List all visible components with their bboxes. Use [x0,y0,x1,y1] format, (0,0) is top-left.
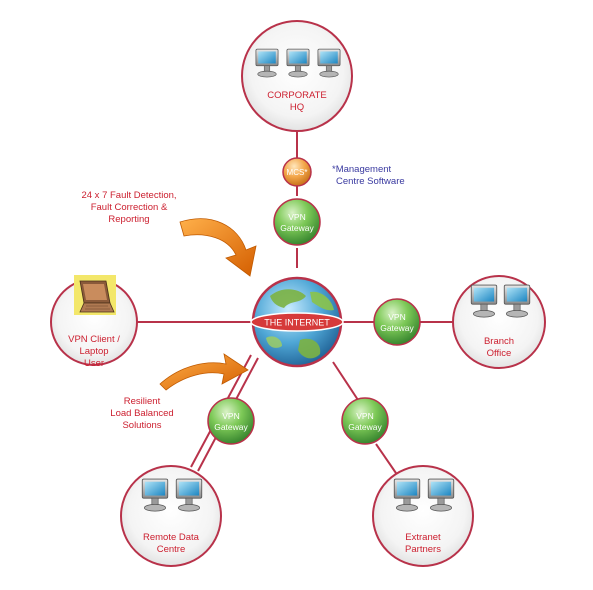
mcs-note-line2: Centre Software [336,176,405,187]
vpn-gateway-bottom-right: VPN Gateway [341,397,389,445]
corporate-hq-node: CORPORATE HQ [241,20,353,132]
mcs-node: MCS* [282,157,312,187]
resilient-note-line1: Resilient [124,396,161,407]
monitor-icon [317,48,341,78]
monitor-icon [255,48,279,78]
vpn-gateway-bottom-left: VPN Gateway [207,397,255,445]
remote-data-centre-node: Remote Data Centre [120,465,222,567]
extranet-partners-label-line1: Extranet [405,532,441,543]
monitor-icon [427,478,455,512]
monitor-icon [470,284,498,318]
vpn-gateway-bottom-right-line1: VPN [356,411,373,421]
vpn-client-label-line3: User [84,358,104,369]
vpn-gateway-bottom-left-line2: Gateway [214,422,248,432]
internet-label: THE INTERNET [264,318,330,328]
vpn-gateway-top-line1: VPN [288,212,305,222]
curved-arrow-icon [159,353,249,391]
corporate-hq-label-line1: CORPORATE [267,90,326,101]
curved-arrow-icon [179,218,257,277]
corporate-hq-label-line2: HQ [290,102,304,113]
mcs-note-line1: *Management [332,164,392,175]
vpn-gateway-bottom-right-line2: Gateway [348,422,382,432]
laptop-icon [74,275,116,315]
monitor-icon [286,48,310,78]
remote-data-centre-label-line2: Centre [157,544,186,555]
vpn-gateway-right-line1: VPN [388,312,405,322]
fault-note-line1: 24 x 7 Fault Detection, [81,190,176,201]
resilient-note-line2: Load Balanced [110,408,173,419]
vpn-gateway-bottom-left-line1: VPN [222,411,239,421]
extranet-partners-node: Extranet Partners [372,465,474,567]
monitor-icon [503,284,531,318]
vpn-gateway-top: VPN Gateway [273,198,321,246]
resilient-note-line3: Solutions [122,420,161,431]
internet-globe: THE INTERNET [250,276,344,368]
monitor-icon [175,478,203,512]
vpn-client-node: VPN Client / Laptop User [50,275,138,369]
monitor-icon [141,478,169,512]
extranet-partners-label-line2: Partners [405,544,441,555]
remote-data-centre-label-line1: Remote Data [143,532,200,543]
vpn-gateway-right: VPN Gateway [373,298,421,346]
branch-office-node: Branch Office [452,275,546,369]
fault-note-line3: Reporting [108,214,149,225]
branch-office-label-line2: Office [487,348,512,359]
fault-note-line2: Fault Correction & [91,202,168,213]
vpn-client-label-line2: Laptop [79,346,108,357]
vpn-client-label-line1: VPN Client / [68,334,120,345]
branch-office-label-line1: Branch [484,336,514,347]
mcs-label: MCS* [287,168,308,177]
vpn-gateway-top-line2: Gateway [280,223,314,233]
monitor-icon [393,478,421,512]
vpn-gateway-right-line2: Gateway [380,323,414,333]
